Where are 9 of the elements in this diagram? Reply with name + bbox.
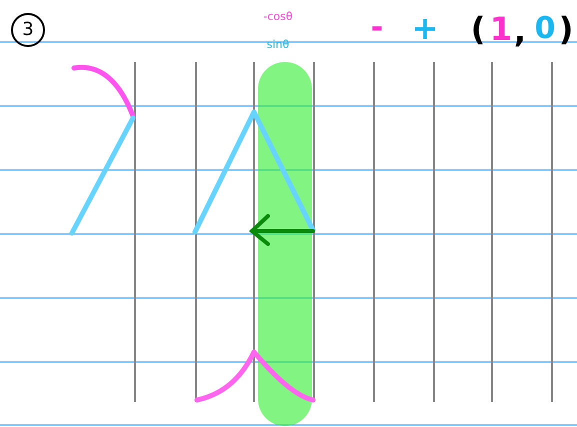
sign-label: + [412,12,438,44]
coordinate-label: 0 [534,14,556,44]
coordinate-label: , [514,15,526,47]
math-label: -cosθ [263,10,293,22]
sign-label: - [370,13,384,43]
callout-number: 3 [22,21,34,39]
coordinate-label: 1 [490,13,512,45]
coordinate-label: ) [558,13,574,45]
coordinate-label: ( [470,13,486,45]
